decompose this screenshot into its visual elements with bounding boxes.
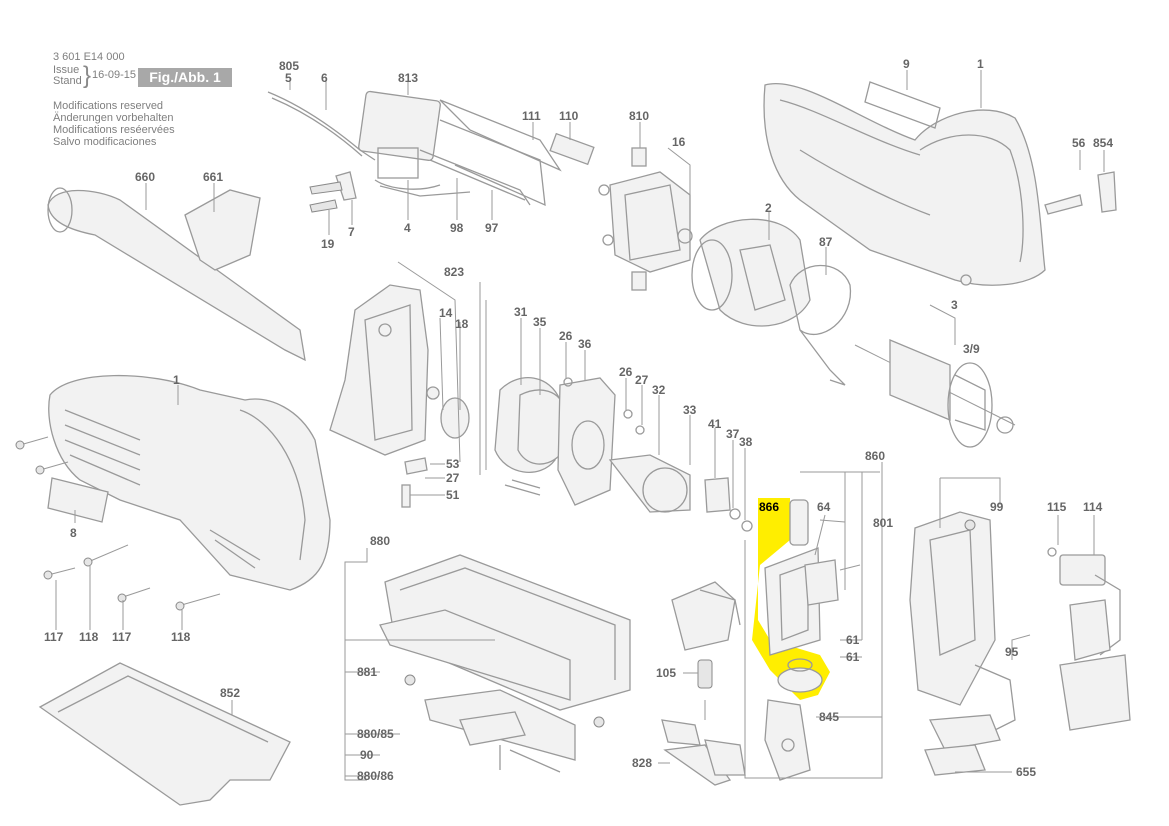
- label-660: 660: [135, 170, 155, 184]
- label-3: 3: [951, 298, 958, 312]
- label-27-a: 27: [635, 373, 649, 387]
- label-33: 33: [683, 403, 697, 417]
- label-1-mid: 1: [173, 373, 180, 387]
- label-7: 7: [348, 225, 355, 239]
- label-1-top: 1: [977, 57, 984, 71]
- modifications-es: Salvo modificaciones: [53, 136, 157, 148]
- label-61-b: 61: [846, 650, 860, 664]
- label-3-9: 3/9: [963, 342, 980, 356]
- cable-switch-assembly: [267, 90, 595, 213]
- support-roller-845: [764, 699, 811, 781]
- electronic-module-114: [1047, 547, 1131, 731]
- label-87: 87: [819, 235, 833, 249]
- label-810: 810: [629, 109, 649, 123]
- figure-label: Fig./Abb. 1: [138, 68, 232, 87]
- label-35: 35: [533, 315, 547, 329]
- label-98: 98: [450, 221, 464, 235]
- part-number: 3 601 E14 000: [53, 51, 125, 63]
- label-31: 31: [514, 305, 528, 319]
- label-19: 19: [321, 237, 335, 251]
- shoe-cover-852: [38, 662, 291, 806]
- label-655: 655: [1016, 765, 1036, 779]
- issue-label: Issue: [53, 64, 80, 76]
- latch-parts: [1044, 171, 1117, 215]
- label-805: 805: [279, 59, 299, 73]
- label-14: 14: [439, 306, 453, 320]
- lever-parts: [661, 581, 746, 786]
- modifications-notice: Modifications reserved Änderungen vorbeh…: [53, 100, 175, 148]
- brush-holder-assembly: [598, 147, 693, 291]
- label-852: 852: [220, 686, 240, 700]
- base-plate-880: [379, 554, 631, 773]
- part-labels: 805 5 6 813 111 110 810 16 9 1 56 854 66…: [44, 57, 1113, 783]
- stator-assembly: [691, 218, 852, 386]
- label-18: 18: [455, 317, 469, 331]
- housing-shell-right: [763, 81, 1046, 286]
- label-51: 51: [446, 488, 460, 502]
- label-881: 881: [357, 665, 377, 679]
- label-845: 845: [819, 710, 839, 724]
- label-56: 56: [1072, 136, 1086, 150]
- label-90: 90: [360, 748, 374, 762]
- label-27-b: 27: [446, 471, 460, 485]
- label-661: 661: [203, 170, 223, 184]
- leader-lines: [55, 70, 1105, 781]
- issue-date: 16-09-15: [92, 69, 137, 81]
- label-118-a: 118: [79, 630, 99, 644]
- label-41: 41: [708, 417, 722, 431]
- label-801: 801: [873, 516, 893, 530]
- label-26-b: 26: [619, 365, 633, 379]
- label-860: 860: [865, 449, 885, 463]
- gear-set: [494, 377, 753, 532]
- modifications-en: Modifications reserved: [53, 100, 164, 112]
- label-2: 2: [765, 201, 772, 215]
- label-95: 95: [1005, 645, 1019, 659]
- label-97: 97: [485, 221, 499, 235]
- stroke-rod-866: [764, 499, 861, 693]
- label-99: 99: [990, 500, 1004, 514]
- label-53: 53: [446, 457, 460, 471]
- label-36: 36: [578, 337, 592, 351]
- label-38: 38: [739, 435, 753, 449]
- label-118-b: 118: [171, 630, 191, 644]
- label-16: 16: [672, 135, 686, 149]
- label-854: 854: [1093, 136, 1113, 150]
- label-866: 866: [759, 500, 779, 514]
- label-6: 6: [321, 71, 328, 85]
- label-880-86: 880/86: [357, 769, 394, 783]
- label-110: 110: [559, 109, 579, 123]
- armature-assembly: [854, 339, 1016, 448]
- label-4: 4: [404, 221, 411, 235]
- label-9: 9: [903, 57, 910, 71]
- label-117-b: 117: [112, 630, 132, 644]
- screws: [15, 436, 221, 611]
- brace-symbol: }: [83, 62, 92, 89]
- label-880: 880: [370, 534, 390, 548]
- housing-shell-left: [47, 374, 331, 591]
- modifications-de: Änderungen vorbehalten: [53, 112, 174, 124]
- gear-housing-823: [329, 284, 470, 508]
- label-8: 8: [70, 526, 77, 540]
- label-828: 828: [632, 756, 652, 770]
- label-115: 115: [1047, 500, 1067, 514]
- label-61-a: 61: [846, 633, 860, 647]
- label-37: 37: [726, 427, 740, 441]
- label-813: 813: [398, 71, 418, 85]
- label-64: 64: [817, 500, 831, 514]
- label-880-85: 880/85: [357, 727, 394, 741]
- dust-extraction-tube: [47, 187, 306, 362]
- label-823: 823: [444, 265, 464, 279]
- modifications-fr: Modifications reséervées: [53, 124, 175, 136]
- label-105: 105: [656, 666, 676, 680]
- label-26-a: 26: [559, 329, 573, 343]
- label-117-a: 117: [44, 630, 64, 644]
- label-114: 114: [1083, 500, 1103, 514]
- front-housing-99: [909, 511, 1016, 776]
- label-111: 111: [522, 109, 541, 123]
- label-32: 32: [652, 383, 666, 397]
- label-5: 5: [285, 71, 292, 85]
- stand-label: Stand: [53, 75, 82, 87]
